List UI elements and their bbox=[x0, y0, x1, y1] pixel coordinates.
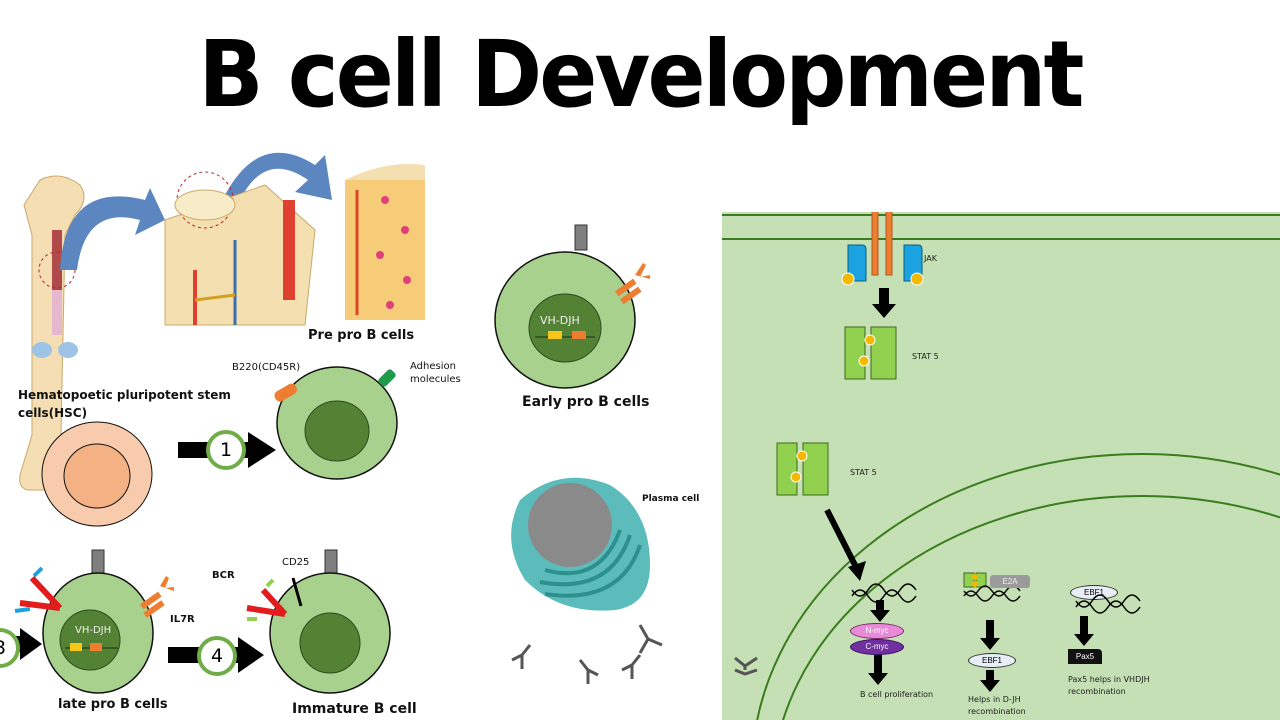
down-arrow-p1a bbox=[870, 600, 890, 622]
zoom-arrow-1 bbox=[60, 188, 165, 270]
plasma-cell bbox=[511, 477, 663, 684]
down-arrow-p2b bbox=[980, 670, 1000, 692]
stat5-dimer-top bbox=[844, 326, 897, 380]
ebf1-badge-product: EBF1 bbox=[968, 653, 1016, 668]
pax5-badge: Pax5 bbox=[1068, 649, 1102, 664]
late-pro-b-label: late pro B cells bbox=[58, 697, 168, 712]
late-gene-label: VH-DJH bbox=[75, 625, 112, 636]
late-pro-b-cell bbox=[0, 549, 174, 694]
n-myc-badge: N-myc bbox=[850, 623, 904, 639]
immature-b-label: Immature B cell bbox=[292, 701, 417, 717]
zoom-arrow-2 bbox=[225, 152, 332, 200]
proliferation-label: B cell proliferation bbox=[860, 690, 934, 699]
page-title: B cell Development bbox=[198, 21, 1084, 128]
signaling-panel: JAK STAT 5 STAT 5 N-myc C-myc B cell pro… bbox=[722, 212, 1280, 720]
cd25-label: CD25 bbox=[282, 557, 310, 568]
stat5-dimer-translocating bbox=[776, 442, 829, 496]
receptor-icon bbox=[871, 212, 893, 276]
stat5-e2a-complex bbox=[963, 572, 1021, 602]
early-pro-b-label: Early pro B cells bbox=[522, 394, 650, 410]
marrow-section bbox=[345, 164, 425, 320]
pre-pro-b-label: Pre pro B cells bbox=[308, 328, 415, 343]
immature-b-cell bbox=[246, 549, 391, 694]
il7r-label: IL7R bbox=[170, 614, 195, 625]
early-pro-b-cell bbox=[494, 224, 650, 389]
stat5-nucleus-label: STAT 5 bbox=[850, 468, 877, 477]
down-arrow-jak bbox=[872, 288, 896, 318]
pre-pro-b-cell bbox=[274, 366, 398, 480]
nuclear-entry-arrow bbox=[824, 508, 866, 581]
stat5-top-label: STAT 5 bbox=[912, 352, 939, 361]
e2a-badge: E2A bbox=[990, 575, 1030, 588]
dna-1 bbox=[851, 583, 917, 603]
down-arrow-p1b bbox=[868, 655, 888, 685]
jak-label: JAK bbox=[924, 254, 937, 263]
antibody-icon bbox=[734, 656, 758, 676]
dna-3 bbox=[1075, 594, 1141, 614]
hsc-cell bbox=[41, 421, 153, 527]
plasma-label: Plasma cell bbox=[642, 494, 700, 504]
bone-cross-section bbox=[164, 171, 316, 326]
bone-illustration bbox=[19, 175, 85, 491]
b220-label: B220(CD45R) bbox=[232, 362, 301, 373]
jak-icon bbox=[841, 244, 924, 286]
down-arrow-p3 bbox=[1074, 616, 1094, 646]
step-badge-1: 1 bbox=[206, 430, 246, 470]
membrane-lines bbox=[722, 214, 1280, 720]
c-myc-badge: C-myc bbox=[850, 639, 904, 655]
bcr-label: BCR bbox=[212, 570, 235, 581]
early-gene-label: VH-DJH bbox=[540, 314, 580, 327]
step-badge-4: 4 bbox=[197, 636, 237, 676]
down-arrow-p2a bbox=[980, 620, 1000, 650]
